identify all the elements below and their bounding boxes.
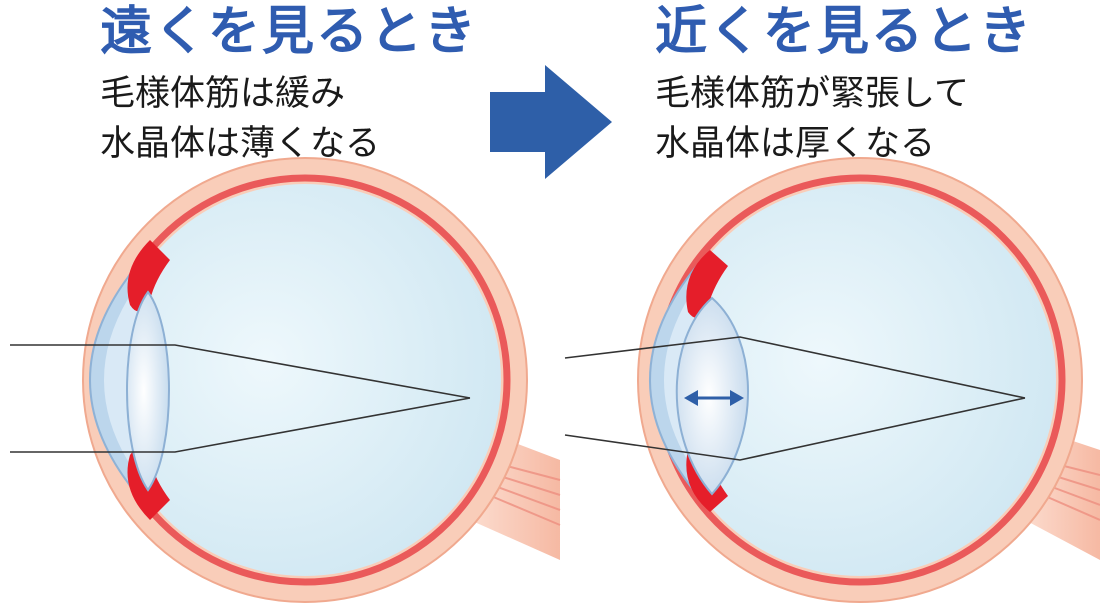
near-desc-line1: 毛様体筋が緊張して [655, 74, 969, 114]
near-light-rays [564, 336, 1026, 461]
far-eye [10, 157, 561, 603]
far-vitreous [109, 184, 501, 576]
far-lens [126, 290, 170, 492]
near-lens [675, 296, 749, 496]
far-desc-line1: 毛様体筋は緩み [100, 74, 346, 114]
double-arrow-icon [684, 390, 744, 406]
near-ciliary-upper [686, 250, 728, 318]
far-ciliary-upper [127, 240, 170, 312]
near-eye [564, 157, 1100, 603]
right-arrow-icon [490, 65, 612, 179]
far-title: 遠くを見るとき [100, 2, 479, 62]
far-desc-line2: 水晶体は薄くなる [100, 124, 381, 164]
near-vitreous [664, 184, 1056, 576]
near-desc-line2: 水晶体は厚くなる [655, 124, 936, 164]
far-light-rays [10, 344, 471, 453]
near-title: 近くを見るとき [655, 2, 1034, 62]
